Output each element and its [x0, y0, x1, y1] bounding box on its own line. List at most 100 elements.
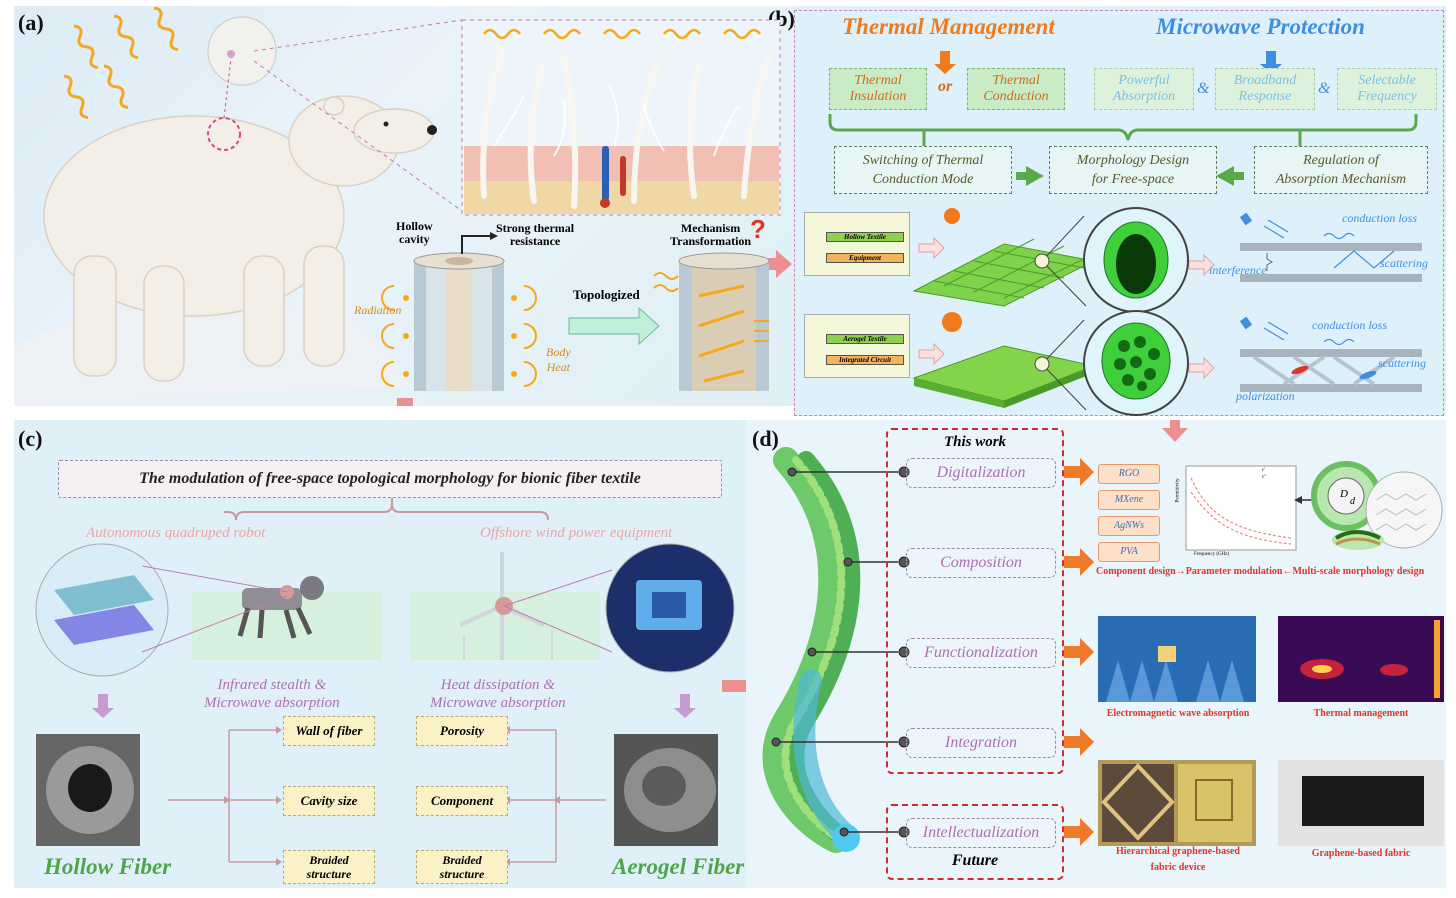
radiation-label: Radiation	[354, 303, 402, 317]
material-rgo-label: RGO	[1118, 468, 1140, 479]
aerogel-textile-label: Aerogel Textile	[826, 334, 904, 344]
cavity-size-box: Cavity size	[283, 786, 375, 816]
switching-label: Switching of Thermal Conduction Mode	[862, 153, 984, 187]
hollow-textile-card	[804, 212, 910, 276]
svg-text:?: ?	[750, 214, 766, 244]
aerogel-textile-card	[804, 314, 910, 378]
digitalization-label: Digitalization	[936, 464, 1026, 481]
composition-box: Composition	[906, 548, 1056, 578]
interference-label: interference	[1209, 263, 1267, 277]
component-label: Component	[430, 793, 494, 808]
chart-ylabel: Permittivity	[1175, 478, 1181, 503]
component-box: Component	[416, 786, 508, 816]
hierarchical-caption: Hierarchical graphene-based fabric devic…	[1116, 846, 1240, 873]
braided-structure-box-1: Braided structure	[283, 850, 375, 884]
mechanism-transformation-label: Mechanism Transformation	[670, 221, 752, 248]
arrow-a-to-c	[397, 398, 413, 406]
material-agnws: AgNWs	[1098, 516, 1160, 536]
composition-label: Composition	[940, 554, 1022, 571]
hollow-cavity-label: Hollow cavity	[396, 219, 433, 246]
morphology-box: Morphology Design for Free-space	[1049, 146, 1217, 194]
switching-box: Switching of Thermal Conduction Mode	[834, 146, 1012, 194]
material-pva-label: PVA	[1120, 546, 1138, 557]
aerogel-fiber-label: Aerogel Fiber	[612, 854, 745, 879]
amp-label-1: &	[1197, 80, 1210, 97]
braided-structure-label-2: Braided structure	[439, 853, 485, 881]
robot-label: Autonomous quadruped robot	[86, 525, 266, 541]
thermal-management-title: Thermal Management	[842, 14, 1055, 39]
thermal-insulation-box: Thermal Insulation	[829, 68, 927, 110]
scattering-label-2: scattering	[1378, 356, 1426, 370]
amp-label-2: &	[1318, 80, 1331, 97]
aerogel-textile-mat	[912, 345, 1096, 408]
braided-structure-label-1: Braided structure	[306, 853, 352, 881]
digitalization-box: Digitalization	[906, 458, 1056, 488]
strong-thermal-resistance-label: Strong thermal resistance	[496, 221, 575, 248]
panel-a-label: (a)	[18, 10, 44, 35]
material-pva: PVA	[1098, 542, 1160, 562]
wall-of-fiber-box: Wall of fiber	[283, 716, 375, 746]
intellectualization-label: Intellectualization	[922, 824, 1040, 841]
banner-label: The modulation of free-space topological…	[139, 470, 641, 487]
this-work-frame	[886, 428, 1064, 774]
selectable-frequency-box: Selectable Frequency	[1337, 68, 1437, 110]
material-rgo: RGO	[1098, 464, 1160, 484]
d-small-symbol: d	[1350, 496, 1355, 507]
cavity-size-label: Cavity size	[300, 793, 358, 808]
panel-d-illustration	[762, 420, 1444, 853]
chart-legend-2: ε''	[1262, 475, 1266, 480]
panel-c-illustration	[35, 498, 746, 866]
absorption-diagram-1	[1239, 212, 1422, 282]
functionalization-label: Functionalization	[924, 644, 1038, 661]
powerful-absorption-box: Powerful Absorption	[1094, 68, 1194, 110]
hollow-textile-label: Hollow Textile	[826, 232, 904, 242]
twisted-fiber-bundle	[762, 447, 861, 853]
future-label: Future	[951, 852, 999, 869]
material-mxene-label: MXene	[1114, 494, 1144, 505]
sunlight-waves	[63, 6, 179, 120]
porosity-label: Porosity	[439, 723, 485, 738]
body-heat-label: Body Heat	[546, 345, 571, 374]
panel-d-label: (d)	[752, 426, 779, 451]
braided-structure-box-2: Braided structure	[416, 850, 508, 884]
arrow-c-to-d	[722, 680, 746, 692]
panel-b-frame	[794, 10, 1444, 416]
hollow-fiber-label: Hollow Fiber	[44, 854, 172, 879]
wind-label: Offshore wind power equipment	[480, 525, 673, 541]
intellectualization-box: Intellectualization	[906, 818, 1056, 848]
regulation-label: Regulation of Absorption Mechanism	[1275, 153, 1407, 187]
robot-dog	[237, 576, 324, 639]
wall-of-fiber-label: Wall of fiber	[295, 723, 363, 738]
microwave-protection-title: Microwave Protection	[1156, 14, 1365, 39]
conduction-loss-label-2: conduction loss	[1312, 318, 1387, 332]
polarization-label: polarization	[1236, 389, 1295, 403]
integration-label: Integration	[945, 734, 1017, 751]
chart-legend-1: ε'	[1262, 468, 1266, 473]
material-mxene: MXene	[1098, 490, 1160, 510]
thermal-conduction-box: Thermal Conduction	[967, 68, 1065, 110]
absorption-diagram-2	[1239, 316, 1422, 392]
powerful-absorption-label: Powerful Absorption	[1112, 73, 1176, 104]
integrated-circuit-label: Integrated Circuit	[826, 355, 904, 365]
em-absorption-caption: Electromagnetic wave absorption	[1106, 708, 1250, 719]
thermal-management-caption: Thermal management	[1313, 708, 1409, 719]
arrow-a-to-b	[754, 250, 792, 278]
broadband-response-label: Broadband Response	[1233, 73, 1297, 104]
panel-a-illustration: ?	[14, 6, 792, 406]
banner-box: The modulation of free-space topological…	[58, 460, 722, 498]
morphology-label: Morphology Design for Free-space	[1076, 153, 1190, 187]
component-design-caption: Component design→Parameter modulation←Mu…	[1096, 566, 1425, 577]
equipment-label: Equipment	[826, 253, 904, 263]
transformed-fiber	[678, 252, 770, 391]
thermal-conduction-label: Thermal Conduction	[983, 73, 1049, 104]
hollow-fiber-cylinder	[413, 252, 505, 391]
future-frame	[886, 804, 1064, 880]
graphene-fabric-caption: Graphene-based fabric	[1311, 848, 1411, 859]
scattering-label-1: scattering	[1380, 256, 1428, 270]
regulation-box: Regulation of Absorption Mechanism	[1254, 146, 1428, 194]
heat-dissipation-label: Heat dissipation & Microwave absorption	[430, 677, 566, 711]
chart-xlabel: Frequency (GHz)	[1194, 552, 1230, 557]
material-agnws-label: AgNWs	[1114, 520, 1144, 531]
infrared-label: Infrared stealth & Microwave absorption	[204, 677, 340, 711]
